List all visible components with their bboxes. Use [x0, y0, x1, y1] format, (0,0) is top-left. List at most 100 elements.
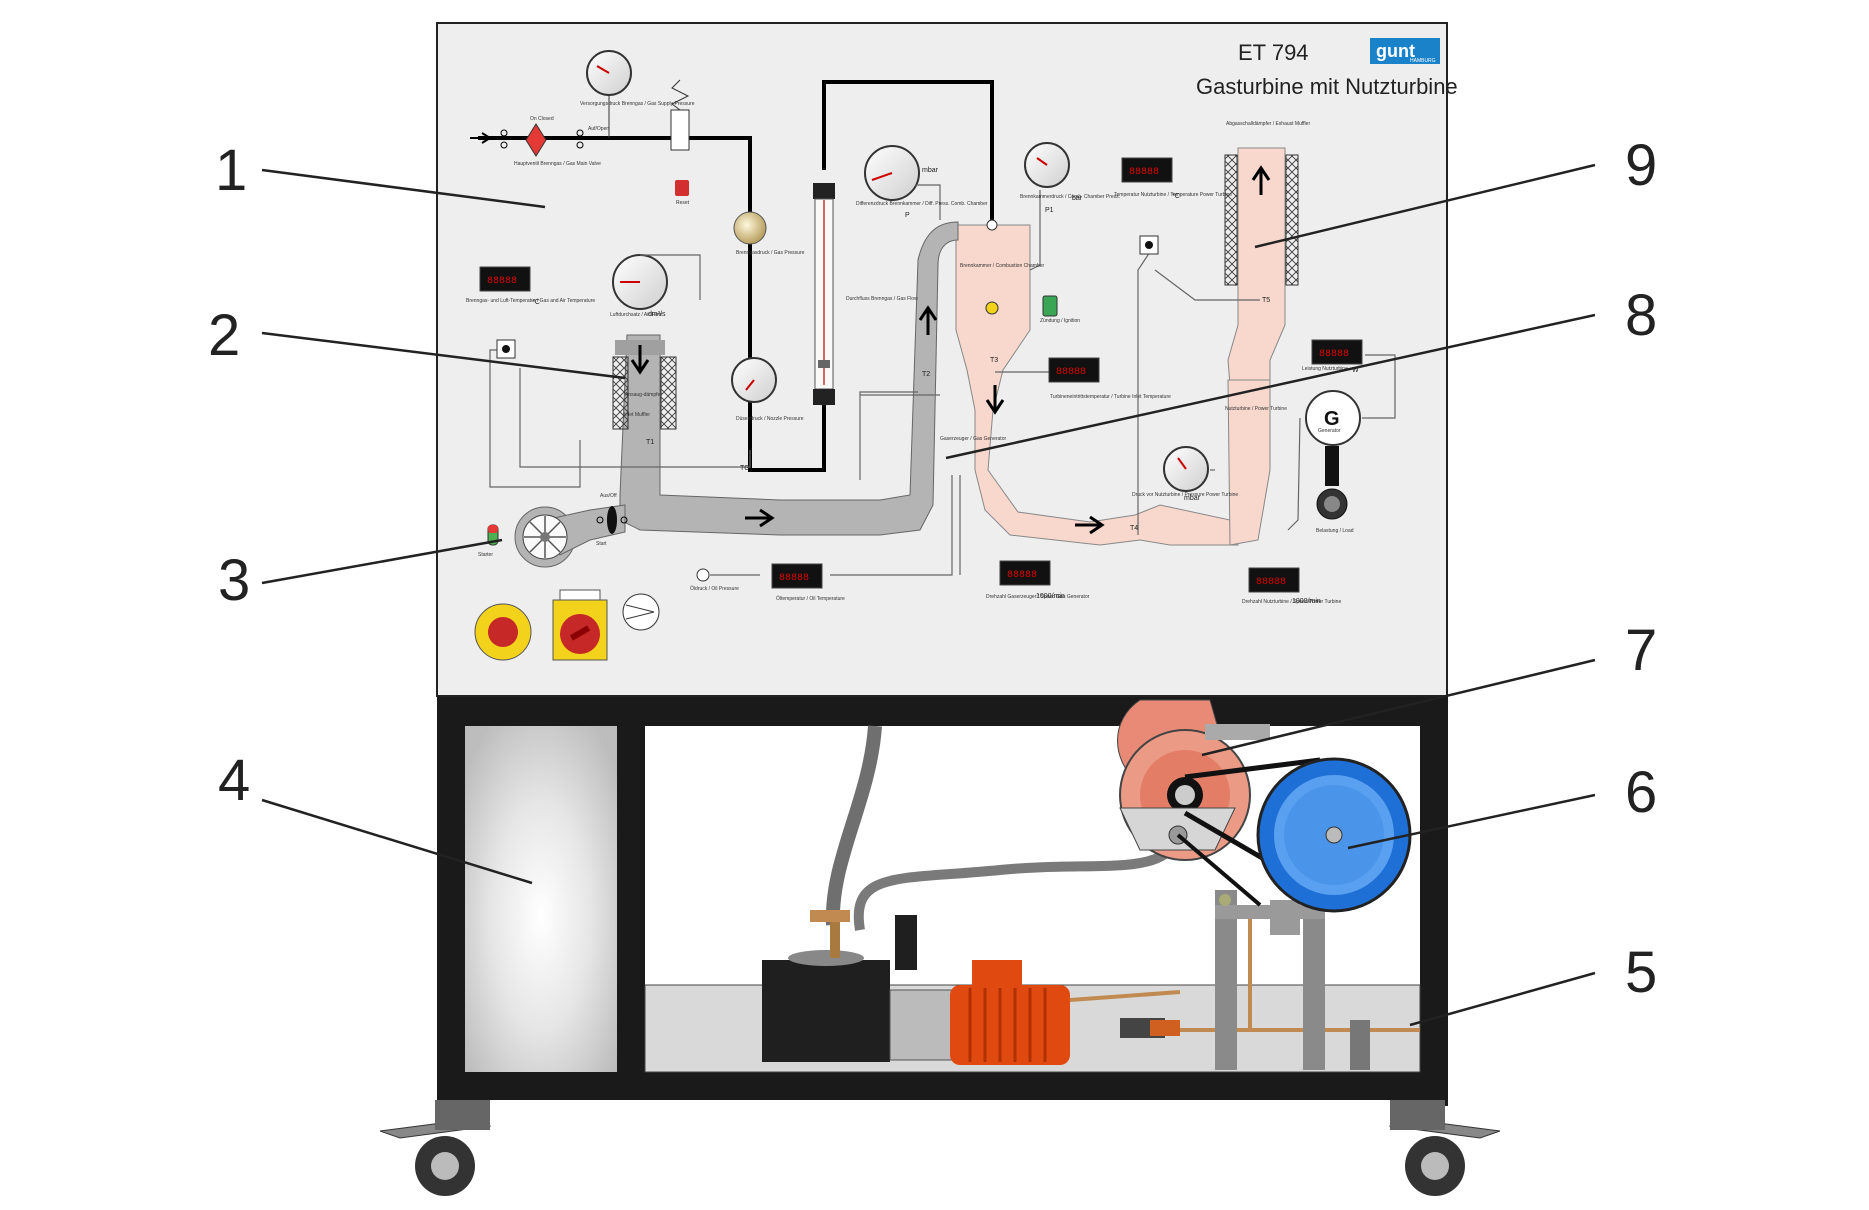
callout-1: 1 — [215, 138, 247, 203]
compressor-wheel — [522, 514, 568, 560]
label-t3: T3 — [990, 357, 998, 364]
label-generator-g: G — [1324, 408, 1340, 430]
label-combustion-chamber: Brennkammer / Combustion Chamber — [960, 263, 1045, 269]
generator-symbol — [1305, 390, 1361, 446]
gunt-logo: gunt HAMBURG — [1370, 38, 1440, 64]
label-mbar-2: mbar — [1184, 495, 1201, 502]
label-ignition: Zündung / Ignition — [1040, 318, 1080, 324]
emergency-stop-button[interactable] — [474, 603, 532, 661]
label-supply-pressure: Versorgungsdruck Brenngas / Gas Supply P… — [580, 101, 695, 107]
label-unit-c-2: °C — [532, 298, 540, 306]
label-inlet-muffler-de: Ansaug-dämpfer — [625, 392, 662, 398]
label-air-flow-unit: dm³/s — [648, 311, 666, 318]
callout-leaders — [261, 163, 1596, 1027]
label-t2: T2 — [922, 371, 930, 378]
caster-left — [379, 1100, 492, 1196]
callout-2: 2 — [208, 303, 240, 368]
label-reset: Reset — [676, 200, 690, 206]
label-mbar-1: mbar — [922, 167, 939, 174]
gauge-diff-pressure — [864, 145, 920, 201]
display-power: 88888 — [1319, 349, 1349, 360]
label-chamber-pressure: Brennkammerdruck / Comb. Chamber Press. — [1020, 194, 1120, 200]
label-pressure-power-turbine: Druck vor Nutzturbine / Pressure Power T… — [1132, 492, 1238, 498]
reset-button[interactable] — [675, 180, 689, 196]
oil-tank — [762, 910, 917, 1062]
label-starter: Starter — [478, 552, 493, 558]
power-turbine — [1117, 699, 1270, 861]
label-diff-pressure: Differenzdruck Brennkammer / Diff. Press… — [856, 201, 988, 207]
on-off-switch[interactable] — [607, 506, 617, 534]
label-p: P — [905, 212, 910, 219]
oil-pump-symbol — [622, 593, 660, 631]
panel-title: ET 794 — [1238, 40, 1309, 65]
label-oil-pressure: Öldruck / Oil Pressure — [690, 585, 739, 592]
label-tg: TG — [740, 465, 750, 472]
label-gas-pressure: Brenngasdruck / Gas Pressure — [736, 250, 805, 256]
callout-3: 3 — [218, 548, 250, 613]
ignition-button[interactable] — [1042, 295, 1058, 317]
label-gas-generator: Gaserzeuger / Gas Generator — [940, 436, 1006, 442]
label-nozzle-pressure: Düsendruck / Nozzle Pressure — [736, 416, 804, 422]
logo-subtext: HAMBURG — [1410, 58, 1436, 64]
label-main-valve: Hauptventil Brenngas / Gas Main Valve — [514, 161, 601, 167]
label-gas-air-temp: Brenngas- und Luft-Temperatur / Gas and … — [466, 298, 595, 304]
caster-right — [1388, 1100, 1501, 1196]
callout-8: 8 — [1625, 283, 1657, 348]
display-speed-gas-gen: 88888 — [1007, 570, 1037, 581]
flow-meter — [813, 183, 835, 405]
gauge-chamber-pressure — [1024, 142, 1070, 188]
generator-blue — [1256, 757, 1412, 913]
display-speed-power-turbine: 88888 — [1256, 577, 1286, 588]
solenoid-valve — [670, 109, 690, 151]
gauge-nozzle-pressure — [731, 357, 777, 403]
label-t1: T1 — [646, 439, 654, 446]
oil-pump-motor — [889, 960, 1181, 1065]
gas-pipes — [470, 80, 994, 472]
display-power-turbine-temp: 88888 — [1129, 167, 1159, 178]
label-power-unit: W — [1352, 367, 1359, 374]
generator-stand — [1215, 860, 1370, 1070]
label-exhaust-muffler: Abgasschalldämpfer / Exhaust Muffler — [1226, 121, 1310, 127]
tank-panel — [465, 726, 617, 1072]
flame-indicator — [985, 301, 999, 315]
label-t-power-turbine: Temperatur Nutzturbine / Temperature Pow… — [1114, 192, 1232, 198]
gauge-power-turbine-pressure — [1163, 446, 1209, 492]
logo-text: gunt — [1376, 41, 1415, 61]
label-t4: T4 — [1130, 525, 1138, 532]
label-main-valve-state: On Closed — [530, 116, 554, 122]
label-oil-temp: Öltemperatur / Oil Temperature — [776, 595, 845, 602]
label-rpm-1: 1000/min — [1036, 593, 1065, 600]
label-speed-power-turbine: Drehzahl Nutzturbine / Speed Power Turbi… — [1242, 599, 1341, 605]
gas-pressure-indicator — [733, 211, 767, 245]
display-turbine-inlet-temp: 88888 — [1056, 367, 1086, 378]
label-air-flow: Luftdurchsatz / Air Flow — [610, 312, 662, 318]
label-power-output: Leistung Nutzturbine — [1302, 366, 1348, 372]
main-valve[interactable] — [500, 123, 584, 157]
main-switch[interactable] — [552, 589, 608, 661]
combustion-path — [955, 147, 1286, 546]
label-t5: T5 — [1262, 297, 1270, 304]
label-load: Belastung / Load — [1316, 528, 1354, 534]
display-gas-air-temp: 88888 — [487, 276, 517, 287]
panel-subtitle: Gasturbine mit Nutzturbine — [1196, 74, 1458, 99]
label-p1: P1 — [1045, 207, 1054, 214]
callout-6: 6 — [1625, 760, 1657, 825]
label-bar: bar — [1072, 195, 1083, 202]
display-oil-temp: 88888 — [779, 573, 809, 584]
callout-4: 4 — [218, 748, 250, 813]
label-power-turbine: Nutzturbine / Power Turbine — [1225, 406, 1287, 412]
callout-5: 5 — [1625, 940, 1657, 1005]
callout-7: 7 — [1625, 618, 1657, 683]
label-unit-c-1: °C — [1172, 192, 1180, 200]
label-start: Start — [596, 541, 607, 547]
label-on-off: Aus/Off — [600, 493, 617, 499]
label-gas-flow: Durchfluss Brenngas / Gas Flow — [846, 296, 918, 302]
label-turbine-inlet-temp: Turbineneintrittstemperatur / Turbine In… — [1050, 394, 1171, 400]
label-rpm-2: 1000/min — [1292, 598, 1321, 605]
callout-9: 9 — [1625, 133, 1657, 198]
gauge-air-flow — [612, 254, 668, 310]
label-inlet-muffler-en: Inlet Muffler — [624, 412, 650, 418]
oil-supply-hose — [853, 828, 1185, 931]
oil-return-hose — [825, 725, 882, 926]
